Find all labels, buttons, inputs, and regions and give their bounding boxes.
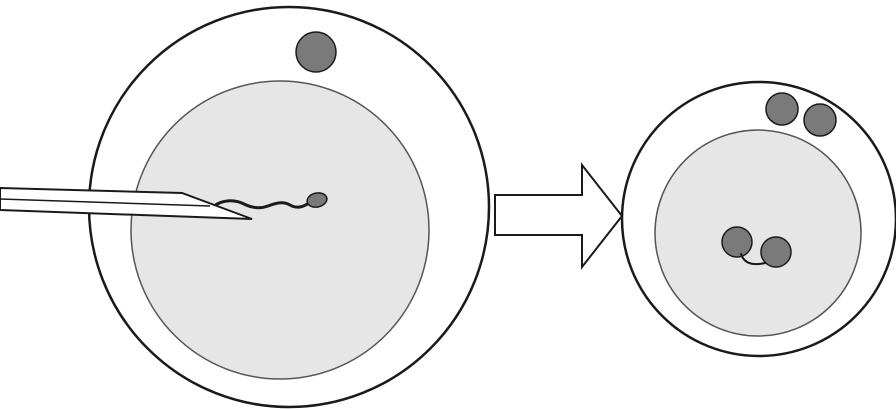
fertilized-zygote — [622, 82, 896, 356]
pronucleus-1 — [722, 227, 752, 257]
injected-oocyte — [0, 7, 489, 407]
polar-body-1 — [766, 93, 798, 125]
oocyte-cytoplasm — [131, 81, 429, 379]
polar-body-2 — [804, 104, 836, 136]
zygote-cytoplasm — [655, 130, 861, 336]
process-arrow — [495, 165, 622, 267]
polar-body — [296, 32, 336, 72]
